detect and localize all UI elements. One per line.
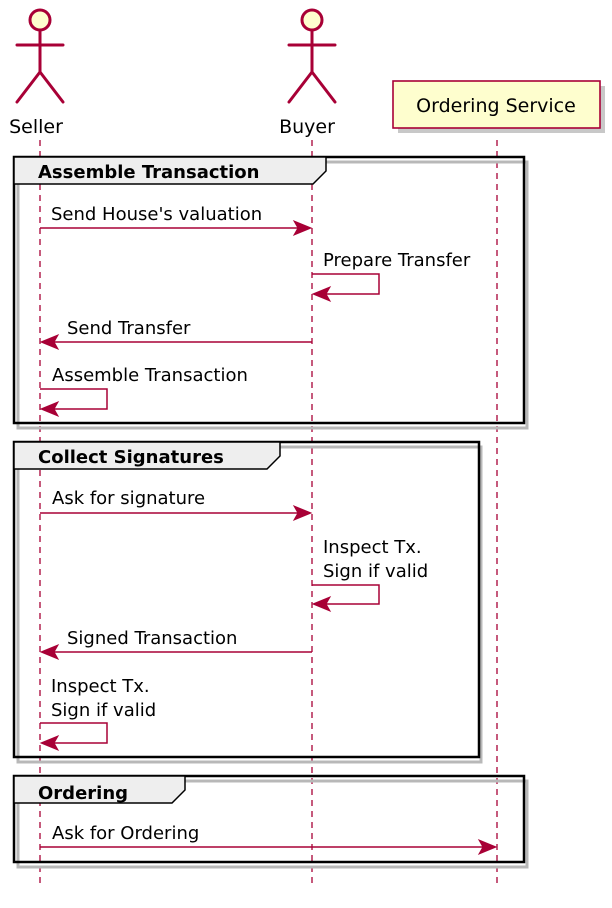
actor-seller: Seller <box>9 8 65 138</box>
actor-buyer-right-leg <box>310 70 337 104</box>
message-arrowhead <box>292 504 313 522</box>
message-send-house-valuation: Send House's valuation <box>40 204 313 237</box>
actor-buyer-left-leg <box>287 70 314 104</box>
message-label: Prepare Transfer <box>323 250 471 271</box>
group-collect-signatures-title: Collect Signatures <box>38 447 224 468</box>
actor-seller-head <box>28 8 52 32</box>
message-label: Ask for Ordering <box>52 823 199 844</box>
group-ordering-frame <box>12 774 526 864</box>
group-ordering-shadow <box>16 779 529 869</box>
message-label: Assemble Transaction <box>52 365 248 386</box>
message-self-loop <box>312 273 380 295</box>
message-arrowhead <box>39 643 60 661</box>
actor-seller-right-leg <box>38 70 65 104</box>
actor-seller-left-leg <box>15 70 42 104</box>
message-label-line-2: Sign if valid <box>323 561 428 582</box>
message-label-line-2: Sign if valid <box>51 700 156 721</box>
actor-buyer-head <box>300 8 324 32</box>
message-arrowhead <box>311 595 332 613</box>
actor-buyer: Buyer <box>279 8 337 138</box>
actor-buyer-label: Buyer <box>279 116 335 138</box>
message-arrowhead <box>477 838 498 856</box>
message-arrowhead <box>39 734 60 752</box>
message-label: Signed Transaction <box>67 628 237 649</box>
group-assemble-transaction-title: Assemble Transaction <box>38 162 259 183</box>
actor-seller-label: Seller <box>9 116 63 138</box>
message-arrowhead <box>311 285 332 303</box>
message-ask-for-signature: Ask for signature <box>40 488 313 522</box>
message-self-loop <box>312 584 380 605</box>
message-self-loop <box>40 388 108 410</box>
participant-ordering-service-label: Ordering Service <box>416 95 576 117</box>
message-buyer-inspect-sign: Inspect Tx. Sign if valid <box>311 537 428 613</box>
message-seller-inspect-sign: Inspect Tx. Sign if valid <box>39 676 156 752</box>
message-arrowhead <box>292 219 313 237</box>
message-signed-transaction: Signed Transaction <box>39 628 312 661</box>
group-ordering: Ordering <box>12 774 529 869</box>
message-label-line-1: Inspect Tx. <box>51 676 150 697</box>
participant-ordering-service-box <box>392 80 601 129</box>
message-arrowhead <box>39 400 60 418</box>
group-ordering-tab <box>13 775 186 804</box>
message-prepare-transfer: Prepare Transfer <box>311 250 471 303</box>
message-self-loop <box>40 722 108 744</box>
message-label-line-1: Inspect Tx. <box>323 537 422 558</box>
message-label: Send Transfer <box>67 318 191 339</box>
message-arrowhead <box>39 333 60 351</box>
group-collect-signatures: Collect Signatures <box>12 440 483 764</box>
message-ask-for-ordering: Ask for Ordering <box>40 823 498 856</box>
group-assemble-transaction: Assemble Transaction <box>12 155 529 430</box>
message-label: Ask for signature <box>52 488 205 509</box>
group-assemble-transaction-shadow <box>16 160 529 430</box>
message-send-transfer: Send Transfer <box>39 318 312 351</box>
message-assemble-transaction: Assemble Transaction <box>39 365 248 418</box>
group-collect-signatures-tab <box>13 441 281 470</box>
message-label: Send House's valuation <box>51 204 262 225</box>
participant-ordering-service: Ordering Service <box>392 80 605 133</box>
group-assemble-transaction-tab <box>13 156 327 185</box>
group-ordering-title: Ordering <box>38 783 128 804</box>
